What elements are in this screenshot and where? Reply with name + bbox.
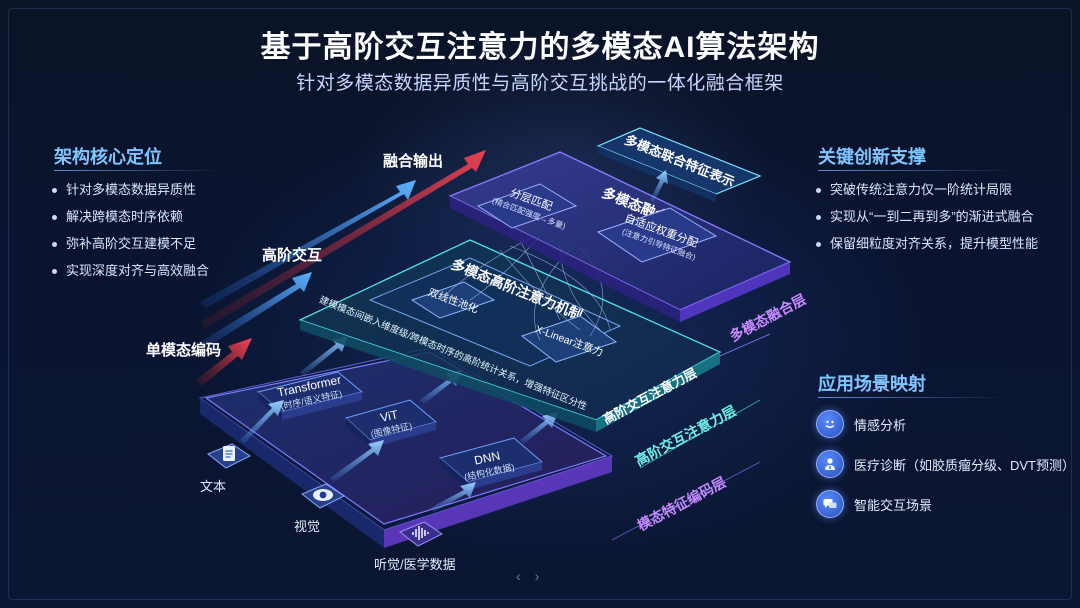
side-label-fusion: 多模态融合层 [727, 291, 809, 345]
output-box: 多模态联合特征表示 [596, 127, 762, 202]
encoder-name: DNN [473, 449, 501, 468]
document-icon [206, 438, 252, 472]
right-panel-item: 突破传统注意力仅一阶统计局限 [814, 180, 1038, 207]
side-rule-3 [611, 461, 761, 541]
xlinear-box: X-Linear注意力 [520, 315, 618, 363]
encoder-boxes: Transformer (时序/语义特征) ViT (图像特征) DNN (结构… [256, 371, 544, 490]
stage-label-interact: 高阶交互 [262, 247, 323, 264]
next-arrow-icon[interactable]: › [534, 568, 554, 584]
side-label-attention: 高阶交互注意力层 [632, 402, 738, 469]
app-item-label: 情感分析 [854, 417, 907, 433]
arrow-output-1 [200, 180, 416, 308]
left-panel-item: 解决跨模态时序依赖 [50, 207, 209, 234]
right-panel-item: 保留细粒度对齐关系，提升模型性能 [814, 234, 1038, 261]
smile-icon [816, 410, 844, 438]
waveform-icon [398, 516, 444, 550]
left-panel-rule [54, 170, 224, 171]
arrow-dnn-up [520, 412, 558, 444]
app-item-label: 医疗诊断（如胶质瘤分级、DVT预测） [854, 457, 1076, 473]
right-panel-item: 实现从“一到二再到多”的渐进式融合 [814, 207, 1038, 234]
left-panel-list: 针对多模态数据异质性 解决跨模态时序依赖 弥补高阶交互建模不足 实现深度对齐与高… [50, 180, 209, 288]
encoder-vit: ViT (图像特征) [345, 399, 438, 448]
app-item-label: 智能交互场景 [854, 497, 933, 513]
slide-nav: ‹› [516, 568, 553, 584]
page-subtitle: 针对多模态数据异质性与高阶交互挑战的一体化融合框架 [296, 73, 784, 94]
chat-icon [816, 490, 844, 518]
side-rule-2 [639, 399, 761, 469]
right-panel-title: 关键创新支撑 [818, 147, 926, 167]
encoder-name: ViT [379, 407, 400, 425]
left-panel-item: 针对多模态数据异质性 [50, 180, 209, 207]
input-label-vision: 视觉 [294, 519, 321, 534]
apps-title: 应用场景映射 [818, 374, 926, 394]
left-panel-title: 架构核心定位 [54, 147, 162, 167]
input-label-text: 文本 [200, 479, 227, 494]
pooling-box: 双线性池化 [410, 281, 496, 319]
prev-arrow-icon[interactable]: ‹ [516, 568, 535, 584]
arrow-fusion-up [650, 170, 668, 202]
left-panel-item: 实现深度对齐与高效融合 [50, 261, 209, 288]
fusion-layer: 多模态融合层 分层匹配 (精合匹配强度→多量) 自适应权重分配 (注意力引导特征… [448, 151, 792, 322]
arrow-audio-up [430, 482, 476, 512]
arrow-vision-up [330, 440, 384, 482]
right-panel-rule [818, 170, 1018, 171]
right-panel-list: 突破传统注意力仅一阶统计局限 实现从“一到二再到多”的渐进式融合 保留细粒度对齐… [814, 180, 1038, 261]
encoder-transformer: Transformer (时序/语义特征) [256, 371, 364, 420]
doctor-icon [816, 450, 844, 478]
app-item-interaction: 智能交互场景 [816, 490, 932, 518]
app-item-medical: 医疗诊断（如胶质瘤分级、DVT预测） [816, 450, 1075, 478]
page-title: 基于高阶交互注意力的多模态AI算法架构 [260, 31, 820, 64]
left-panel-item: 弥补高阶交互建模不足 [50, 234, 209, 261]
arrow-output-2 [200, 150, 486, 328]
stage-label-encode: 单模态编码 [146, 342, 222, 359]
apps-rule [818, 397, 1008, 398]
arrow-encode [196, 338, 252, 386]
encoder-dnn: DNN (结构化数据) [438, 437, 544, 490]
eye-icon [300, 478, 346, 512]
stage-label-output: 融合输出 [383, 153, 444, 170]
app-item-sentiment: 情感分析 [816, 410, 906, 438]
arrow-interact [200, 272, 312, 348]
input-label-audio: 听觉/医学数据 [374, 557, 456, 572]
arrow-text-up [240, 400, 284, 444]
arrow-transformer-up [300, 336, 348, 376]
side-rule-1 [719, 333, 771, 357]
stage-arrows [196, 150, 486, 386]
